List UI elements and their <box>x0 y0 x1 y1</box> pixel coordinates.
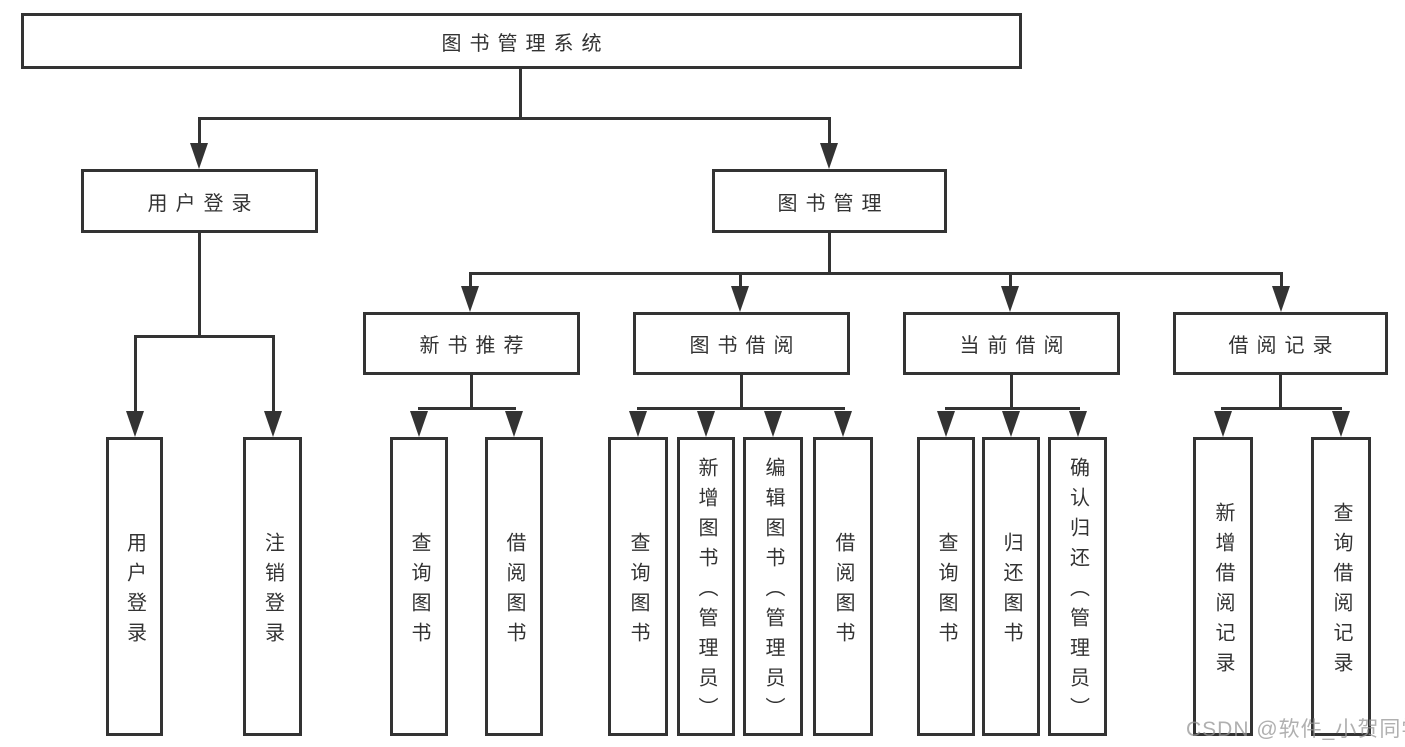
arrow-down-icon <box>1001 286 1019 312</box>
node-book-management-label: 图书管理 <box>777 192 890 215</box>
connector-line <box>519 69 522 119</box>
leaf-query-books-current-label: 查询图书 <box>935 531 957 652</box>
arrow-down-icon <box>937 411 955 437</box>
leaf-user-login-label: 用户登录 <box>123 531 146 652</box>
arrow-down-icon <box>697 411 715 437</box>
connector-line <box>739 272 742 288</box>
node-borrowing-records-label: 借阅记录 <box>1228 335 1341 357</box>
node-current-borrowing-label: 当前借阅 <box>959 335 1072 357</box>
arrow-down-icon <box>190 143 208 169</box>
leaf-borrow-books-recommend-label: 借阅图书 <box>503 531 525 652</box>
connector-line <box>1010 375 1013 410</box>
connector-line <box>1279 375 1282 410</box>
node-user-login: 用户登录 <box>81 169 318 233</box>
node-book-management: 图书管理 <box>712 169 947 233</box>
connector-line <box>134 335 137 413</box>
leaf-borrow-books-borrowing-label: 借阅图书 <box>832 531 854 652</box>
leaf-user-login: 用户登录 <box>106 437 163 736</box>
connector-line <box>198 117 201 145</box>
arrow-down-icon <box>264 411 282 437</box>
connector-line <box>1009 272 1012 288</box>
arrow-down-icon <box>461 286 479 312</box>
arrow-down-icon <box>1332 411 1350 437</box>
connector-line <box>828 117 831 145</box>
connector-line <box>418 407 516 410</box>
arrow-down-icon <box>505 411 523 437</box>
leaf-confirm-return-admin: 确认归还（管理员） <box>1048 437 1107 736</box>
arrow-down-icon <box>1069 411 1087 437</box>
arrow-down-icon <box>820 143 838 169</box>
node-root: 图书管理系统 <box>21 13 1022 69</box>
leaf-add-books-admin-label: 新增图书（管理员） <box>695 456 717 727</box>
leaf-query-borrow-record-label: 查询借阅记录 <box>1330 501 1352 682</box>
connector-line <box>740 375 743 410</box>
leaf-edit-books-admin-label: 编辑图书（管理员） <box>762 456 784 727</box>
watermark: CSDN @软件_小贺同学 <box>1186 718 1405 741</box>
leaf-query-books-recommend: 查询图书 <box>390 437 448 736</box>
leaf-add-borrow-record-label: 新增借阅记录 <box>1212 501 1234 682</box>
leaf-logout-label: 注销登录 <box>261 531 284 652</box>
leaf-logout: 注销登录 <box>243 437 302 736</box>
leaf-query-books-current: 查询图书 <box>917 437 975 736</box>
connector-line <box>945 407 1080 410</box>
arrow-down-icon <box>629 411 647 437</box>
connector-line <box>469 272 1283 275</box>
node-current-borrowing: 当前借阅 <box>903 312 1120 375</box>
leaf-return-books: 归还图书 <box>982 437 1040 736</box>
connector-line <box>198 117 831 120</box>
connector-line <box>828 233 831 275</box>
leaf-confirm-return-admin-label: 确认归还（管理员） <box>1066 456 1089 727</box>
connector-line <box>134 335 275 338</box>
leaf-query-books-recommend-label: 查询图书 <box>408 531 430 652</box>
arrow-down-icon <box>764 411 782 437</box>
arrow-down-icon <box>1214 411 1232 437</box>
connector-line <box>469 272 472 288</box>
connector-line <box>1280 272 1283 288</box>
leaf-borrow-books-recommend: 借阅图书 <box>485 437 543 736</box>
leaf-query-borrow-record: 查询借阅记录 <box>1311 437 1371 736</box>
node-book-borrowing: 图书借阅 <box>633 312 850 375</box>
arrow-down-icon <box>1272 286 1290 312</box>
connector-line <box>198 233 201 338</box>
leaf-query-books-borrowing: 查询图书 <box>608 437 668 736</box>
leaf-query-books-borrowing-label: 查询图书 <box>627 531 649 652</box>
connector-line <box>470 375 473 410</box>
connector-line <box>1221 407 1342 410</box>
leaf-borrow-books-borrowing: 借阅图书 <box>813 437 873 736</box>
arrow-down-icon <box>410 411 428 437</box>
leaf-return-books-label: 归还图书 <box>1000 531 1022 652</box>
node-new-book-recommend-label: 新书推荐 <box>419 335 532 357</box>
leaf-add-books-admin: 新增图书（管理员） <box>677 437 735 736</box>
arrow-down-icon <box>731 286 749 312</box>
arrow-down-icon <box>834 411 852 437</box>
node-borrowing-records: 借阅记录 <box>1173 312 1388 375</box>
node-book-borrowing-label: 图书借阅 <box>689 335 802 357</box>
arrow-down-icon <box>126 411 144 437</box>
node-root-label: 图书管理系统 <box>441 32 610 55</box>
connector-line <box>272 335 275 413</box>
connector-line <box>637 407 845 410</box>
leaf-add-borrow-record: 新增借阅记录 <box>1193 437 1253 736</box>
node-user-login-label: 用户登录 <box>147 192 260 215</box>
arrow-down-icon <box>1002 411 1020 437</box>
node-new-book-recommend: 新书推荐 <box>363 312 580 375</box>
leaf-edit-books-admin: 编辑图书（管理员） <box>743 437 803 736</box>
